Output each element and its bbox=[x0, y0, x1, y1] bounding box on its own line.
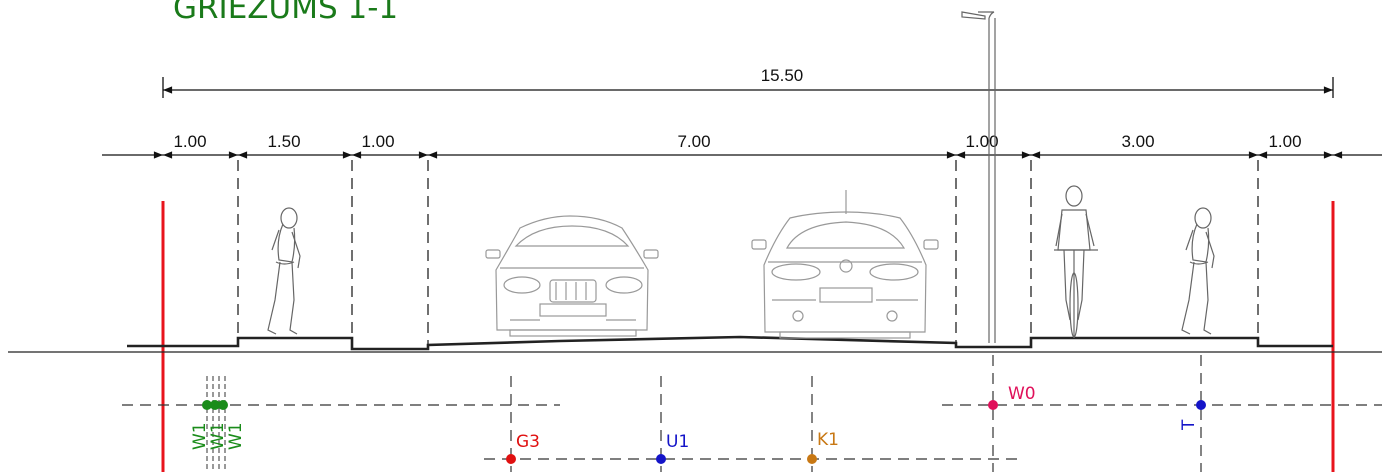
car-rear-icon bbox=[751, 190, 939, 339]
dim-seg-4: 7.00 bbox=[677, 132, 710, 151]
dim-seg-5: 1.00 bbox=[965, 132, 998, 151]
dim-seg-1: 1.00 bbox=[173, 132, 206, 151]
extension-lines bbox=[237, 160, 1259, 345]
water-pipe-3-label: W1 bbox=[226, 422, 246, 450]
car-front-icon bbox=[485, 215, 659, 337]
sewer-pipe-label: K1 bbox=[817, 430, 839, 450]
water-pipe-group: W1 W1 W1 bbox=[190, 376, 246, 472]
street-light-icon bbox=[961, 11, 996, 343]
cyclist-icon bbox=[1054, 185, 1098, 338]
comm-line-label: U1 bbox=[666, 432, 689, 452]
section-title: GRIEZUMS 1-1 bbox=[173, 0, 398, 26]
dim-seg-7: 1.00 bbox=[1268, 132, 1301, 151]
total-dimension bbox=[162, 77, 1334, 98]
water-pipe-1-icon bbox=[202, 400, 212, 410]
dim-seg-2: 1.50 bbox=[267, 132, 300, 151]
gas-pipe-label: G3 bbox=[516, 432, 540, 452]
water-pipe-3-icon bbox=[218, 400, 228, 410]
sewer-pipe-icon bbox=[807, 454, 817, 464]
telecom-line-icon bbox=[1196, 400, 1206, 410]
water-pipe-2-label: W1 bbox=[208, 422, 228, 450]
dim-seg-6: 3.00 bbox=[1121, 132, 1154, 151]
water-pipe-2-icon bbox=[210, 400, 220, 410]
pedestrian-right-icon bbox=[1181, 207, 1215, 335]
total-dimension-label: 15.50 bbox=[761, 66, 804, 85]
gas-pipe-icon bbox=[506, 454, 516, 464]
comm-line-icon bbox=[656, 454, 666, 464]
lighting-cable-label: W0 bbox=[1008, 384, 1036, 404]
utility-vertical-lines bbox=[510, 355, 1202, 472]
utility-level-lines bbox=[122, 404, 1382, 460]
pedestrian-left-icon bbox=[267, 207, 301, 335]
telecom-line-label: T bbox=[1179, 419, 1199, 431]
lighting-cable-icon bbox=[988, 400, 998, 410]
water-pipe-1-label: W1 bbox=[190, 422, 210, 450]
street-profile bbox=[127, 335, 1333, 351]
dim-seg-3: 1.00 bbox=[361, 132, 394, 151]
